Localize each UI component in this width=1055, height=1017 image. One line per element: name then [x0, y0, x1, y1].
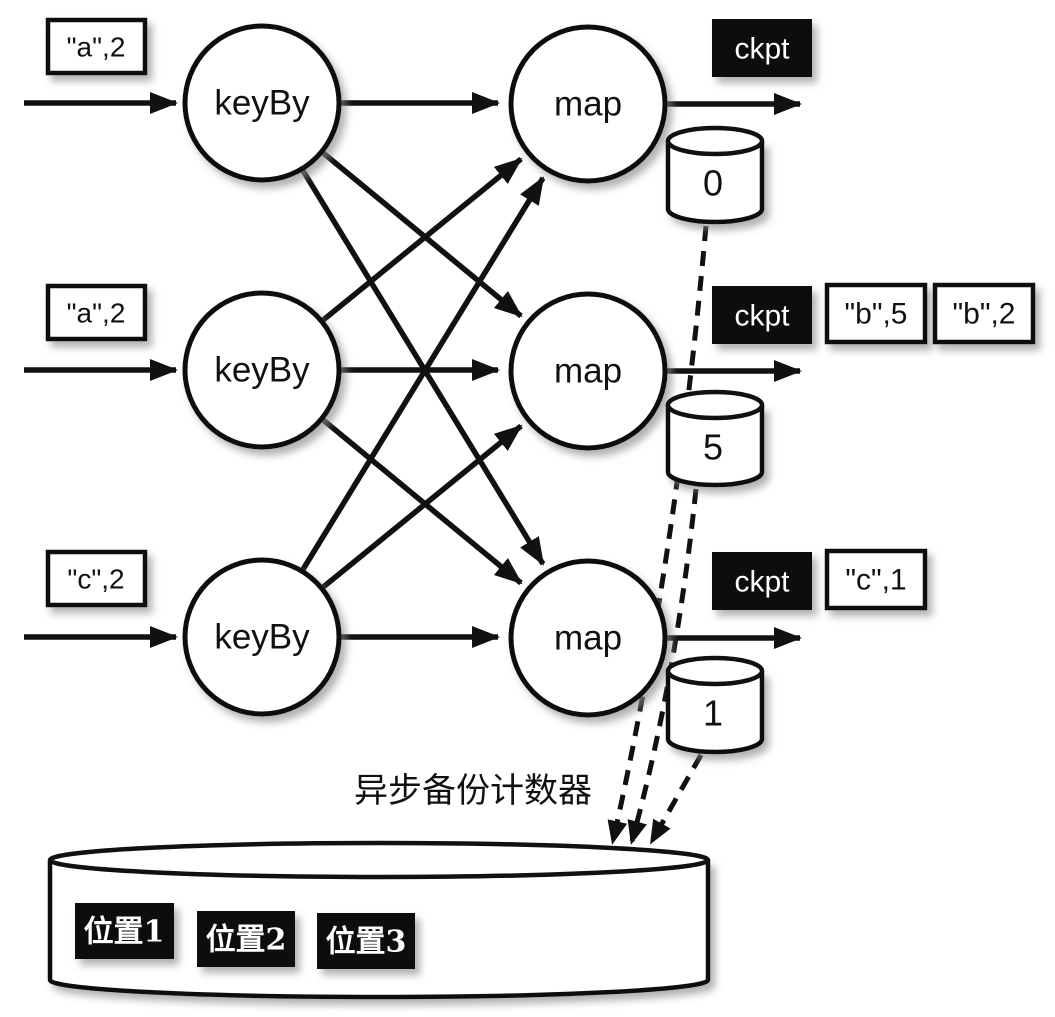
- ckpt-label-1: ckpt: [734, 33, 790, 66]
- output-tuple-label-c1: "c",1: [845, 564, 906, 597]
- storage-slot-box-1: [75, 903, 174, 959]
- counter-cylinder-top-0: [665, 125, 765, 157]
- edge-keyby3-map2: [320, 423, 523, 591]
- map-operators: map map map: [508, 24, 668, 718]
- map-circle-1: [508, 24, 668, 184]
- output-tuple-c1: "c",1: [824, 548, 928, 611]
- shuffle-edges: [299, 92, 546, 648]
- edge-keyby2-map3: [320, 416, 523, 586]
- edge-keyby1-map2: [320, 149, 523, 319]
- ckpt-box-1: [712, 19, 812, 77]
- keyby-label-1: keyBy: [214, 84, 310, 123]
- counter-cylinder-body-1: [665, 671, 765, 755]
- output-tuple-label-b5: "b",5: [844, 298, 907, 331]
- counter-cylinder-0: 0: [665, 125, 765, 225]
- counter-cylinder-top-1: [665, 655, 765, 687]
- backup-arrow-counter1: [649, 753, 704, 845]
- output-tuple-b2: "b",2: [932, 282, 1036, 345]
- output-tuple-label-b2: "b",2: [952, 298, 1015, 331]
- storage-slot-1: 位置1: [75, 903, 174, 959]
- storage-slot-label-2: 位置2: [206, 923, 287, 958]
- storage-slot-2: 位置2: [197, 911, 295, 967]
- ckpt-box-2: [712, 286, 812, 344]
- checkpoint-badges: ckpt ckpt ckpt: [712, 19, 812, 610]
- keyby-node-1: keyBy: [182, 23, 342, 183]
- output-tuple-box-b2: [932, 282, 1036, 345]
- input-tuple-box-3: [45, 549, 148, 608]
- keyby-circle-2: [182, 290, 342, 450]
- async-backup-caption: 异步备份计数器: [354, 771, 592, 811]
- map-label-1: map: [554, 85, 622, 124]
- counter-value-5: 5: [703, 427, 723, 468]
- keyby-label-3: keyBy: [214, 618, 310, 657]
- input-tuple-label-3: "c",2: [67, 564, 124, 595]
- keyby-circle-3: [182, 557, 342, 717]
- ckpt-badge-3: ckpt: [712, 552, 812, 610]
- input-tuple-box-2: [45, 283, 148, 342]
- output-tuple-b5: "b",5: [824, 282, 928, 345]
- counter-cylinder-body-0: [665, 141, 765, 225]
- ckpt-badge-1: ckpt: [712, 19, 812, 77]
- storage-slot-label-1: 位置1: [84, 915, 165, 950]
- input-tuple-3: "c",2: [45, 549, 148, 608]
- keyby-circle-1: [182, 23, 342, 183]
- storage-slot-box-3: [317, 913, 415, 969]
- input-tuple-box-1: [45, 17, 148, 76]
- ckpt-badge-2: ckpt: [712, 286, 812, 344]
- keyby-node-2: keyBy: [182, 290, 342, 450]
- map-circle-2: [508, 291, 668, 451]
- ckpt-label-2: ckpt: [734, 300, 790, 333]
- keyby-operators: keyBy keyBy keyBy: [182, 23, 342, 717]
- input-tuple-label-1: "a",2: [67, 32, 126, 63]
- counter-cylinder-5: 5: [665, 389, 765, 488]
- input-tuple-2: "a",2: [45, 283, 148, 342]
- input-arrows: [24, 92, 178, 648]
- ckpt-label-3: ckpt: [734, 566, 790, 599]
- state-counters: 0 5 1: [665, 125, 765, 755]
- counter-value-0: 0: [703, 163, 723, 204]
- storage-cylinder-top: [47, 840, 711, 880]
- edge-keyby2-map1: [320, 156, 523, 324]
- output-tuple-box-c1: [824, 548, 928, 611]
- map-label-3: map: [554, 619, 622, 658]
- input-tuple-label-2: "a",2: [67, 298, 126, 329]
- map-node-2: map: [508, 291, 668, 451]
- storage-slot-3: 位置3: [317, 913, 415, 969]
- output-tuple-box-b5: [824, 282, 928, 345]
- backup-storage: 位置1 位置2 位置3: [47, 840, 711, 1000]
- edge-keyby1-map3: [299, 167, 546, 566]
- counter-value-1: 1: [703, 693, 723, 734]
- map-circle-3: [508, 558, 668, 718]
- edge-keyby3-map1: [299, 176, 546, 573]
- counter-cylinder-top-5: [665, 389, 765, 421]
- storage-slot-box-2: [197, 911, 295, 967]
- map-label-2: map: [554, 352, 622, 391]
- keyby-node-3: keyBy: [182, 557, 342, 717]
- counter-cylinder-body-5: [665, 405, 765, 488]
- output-arrows: [665, 93, 802, 649]
- ckpt-box-3: [712, 552, 812, 610]
- input-tuples: "a",2 "a",2 "c",2: [45, 17, 148, 608]
- map-node-1: map: [508, 24, 668, 184]
- input-tuple-1: "a",2: [45, 17, 148, 76]
- output-tuples: "b",5 "b",2 "c",1: [824, 282, 1036, 611]
- storage-slot-label-3: 位置3: [326, 925, 407, 960]
- keyby-label-2: keyBy: [214, 351, 310, 390]
- map-node-3: map: [508, 558, 668, 718]
- counter-cylinder-1: 1: [665, 655, 765, 755]
